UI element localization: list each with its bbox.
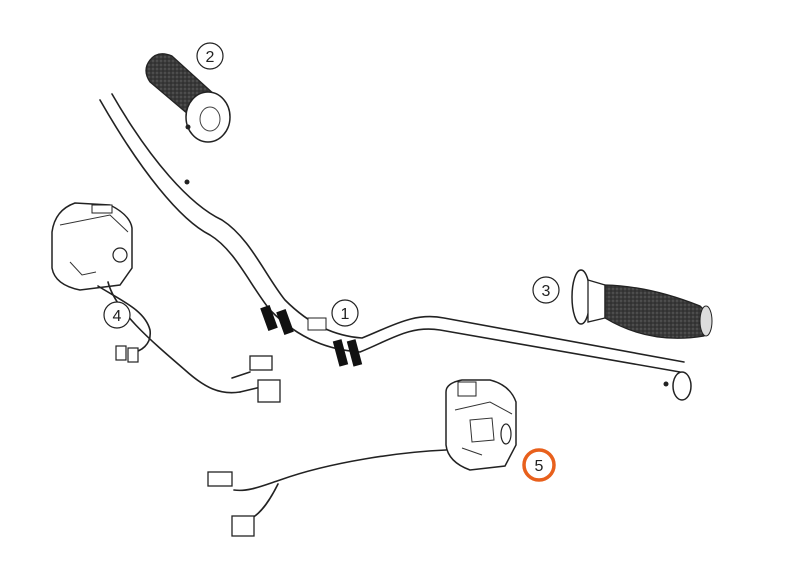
callout-1-label: 1 — [341, 306, 350, 323]
handlebar — [99, 93, 692, 401]
callout-5-highlighted: 5 — [522, 448, 556, 482]
right-switch-assembly — [207, 379, 517, 537]
callout-2-label: 2 — [206, 49, 215, 66]
callout-4-label: 4 — [113, 308, 122, 325]
callout-3-label: 3 — [542, 283, 551, 300]
left-grip — [145, 53, 231, 143]
callout-4: 4 — [103, 301, 131, 329]
left-switch-assembly — [51, 202, 281, 403]
callout-2: 2 — [196, 42, 224, 70]
callout-1: 1 — [331, 299, 359, 327]
callout-5-label: 5 — [535, 458, 544, 475]
callout-3: 3 — [532, 276, 560, 304]
right-grip — [571, 269, 713, 339]
